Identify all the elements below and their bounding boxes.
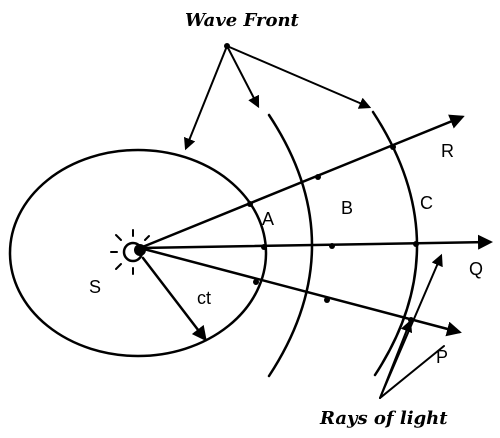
- wave-front-circle: [8, 148, 268, 358]
- label-ct: ct: [197, 288, 211, 308]
- label-c: C: [420, 193, 433, 213]
- ray-q: [138, 234, 493, 250]
- radius-arrow: [141, 256, 207, 342]
- label-q: Q: [469, 259, 483, 279]
- ray-r: [138, 114, 465, 250]
- label-a: A: [262, 209, 274, 229]
- wave-front-arrow-1: [184, 45, 228, 151]
- intersection-dot: [390, 144, 396, 150]
- label-s: S: [89, 277, 101, 297]
- label-b: B: [341, 198, 353, 218]
- intersection-dot: [315, 174, 321, 180]
- label-r: R: [441, 141, 454, 161]
- wave-front-caption: Wave Front: [185, 10, 300, 31]
- light-source-icon: [110, 229, 150, 275]
- intersection-dot: [324, 297, 330, 303]
- ray-p: [138, 246, 462, 337]
- intersection-dot: [329, 243, 335, 249]
- intersection-dot: [413, 241, 419, 247]
- rays-of-light-caption: Rays of light: [319, 408, 448, 429]
- intersection-dot: [261, 244, 267, 250]
- wave-front-arrow-2: [226, 45, 260, 109]
- rays-of-light-arrow-2: [379, 319, 413, 399]
- rays-of-light-arrow-3: [379, 345, 445, 399]
- intersection-dot: [247, 201, 253, 207]
- intersection-dot: [253, 279, 259, 285]
- label-p: P: [436, 347, 448, 367]
- wave-front-arrow-3: [226, 45, 372, 109]
